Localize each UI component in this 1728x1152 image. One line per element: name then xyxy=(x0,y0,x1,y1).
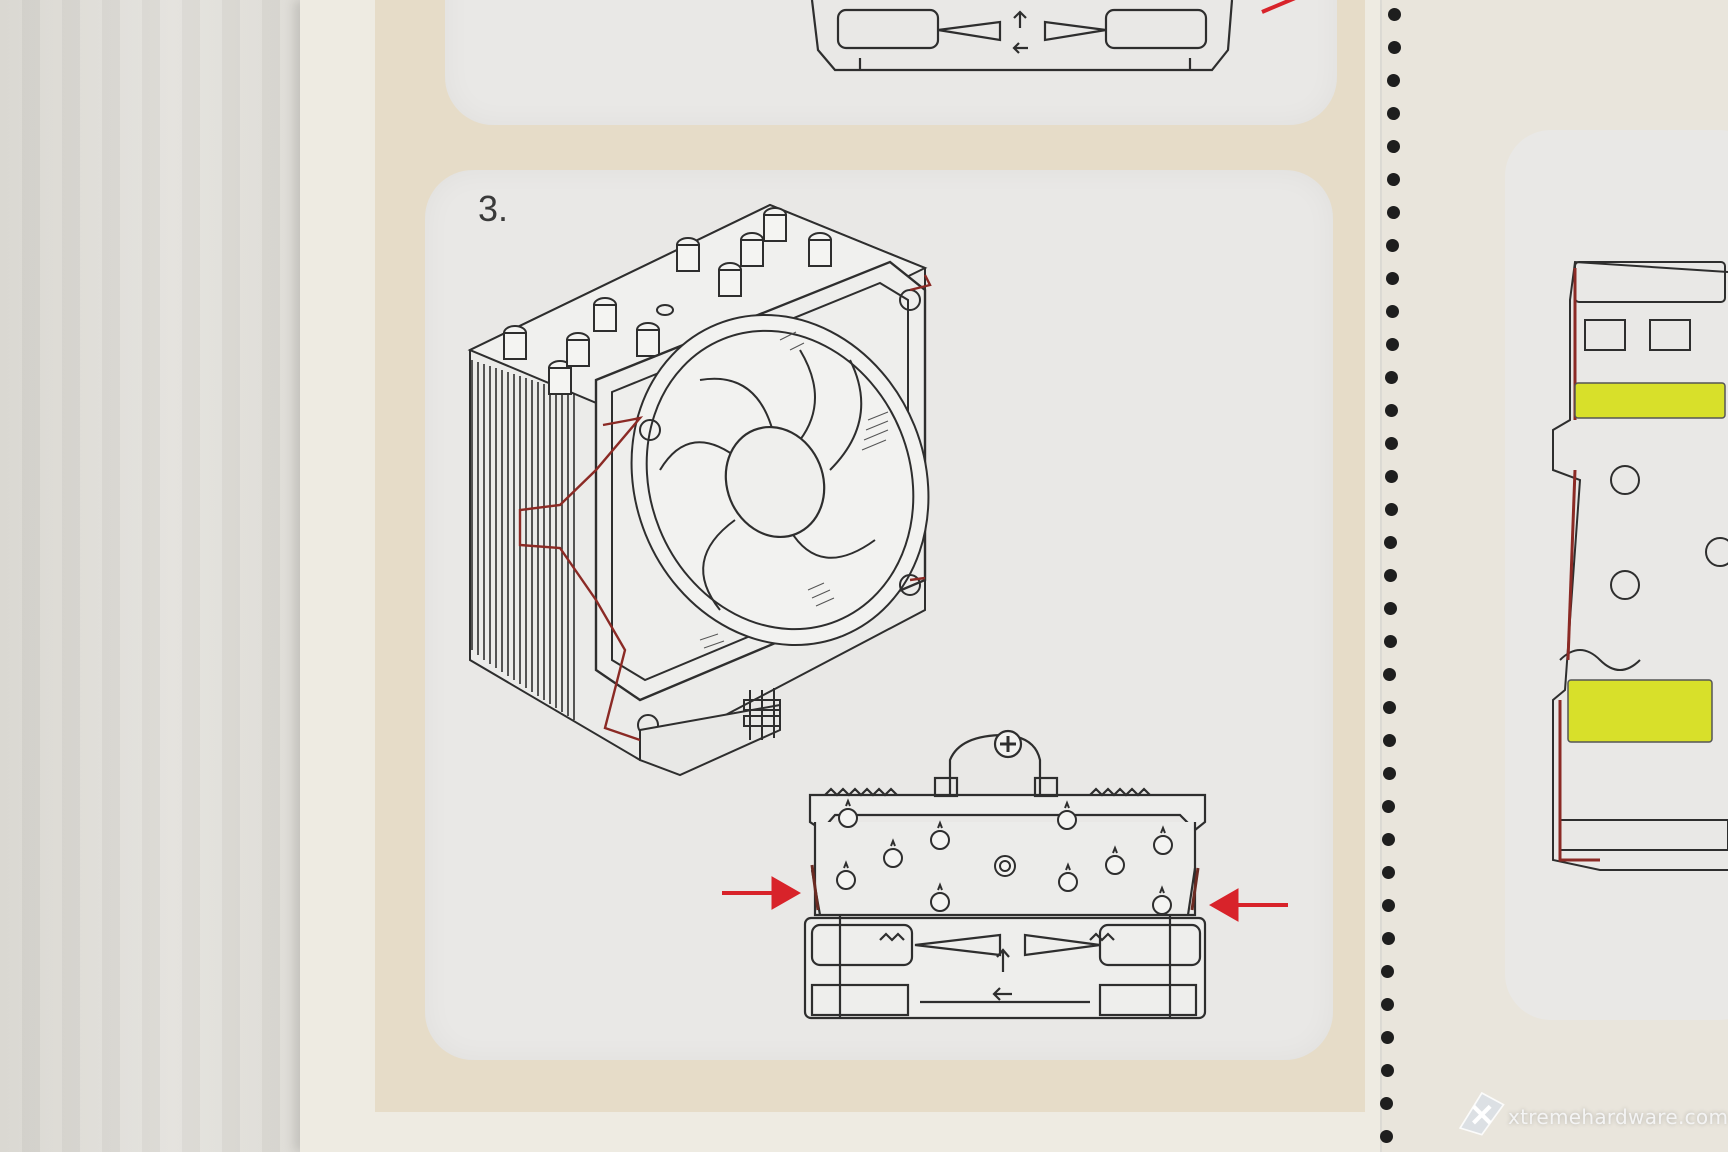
watermark-text: xtremehardware.com xyxy=(1508,1105,1728,1129)
perforation-dot xyxy=(1387,8,1401,21)
perforation-dot xyxy=(1380,1031,1394,1044)
perforation-dot xyxy=(1383,668,1397,681)
perforation-dot xyxy=(1381,899,1395,912)
perforation-dot xyxy=(1384,503,1398,516)
perforation-dot xyxy=(1386,206,1400,219)
red-arrow-icon xyxy=(1208,888,1288,922)
perforation-dot xyxy=(1383,602,1397,615)
perforation-dot xyxy=(1382,800,1396,813)
perforation-dot xyxy=(1384,437,1398,450)
perforation-dot xyxy=(1382,767,1396,780)
perforation-dot xyxy=(1387,107,1401,120)
perforation-dot xyxy=(1385,371,1399,384)
perforation-strip xyxy=(1380,0,1414,1152)
perforation-dot xyxy=(1385,404,1399,417)
perforation-dot xyxy=(1386,173,1400,186)
step-2-panel xyxy=(445,0,1337,125)
perforation-dot xyxy=(1384,536,1398,549)
perforation-dot xyxy=(1385,305,1399,318)
perforation-dot xyxy=(1386,272,1400,285)
watermark-logo-icon xyxy=(1458,1091,1505,1136)
perforation-dot xyxy=(1381,998,1395,1011)
cpu-cooler-diagram xyxy=(467,203,930,777)
perforation-dot xyxy=(1387,41,1401,54)
perforation-dot xyxy=(1385,338,1399,351)
red-arrow-icon xyxy=(722,876,802,910)
mounting-bracket-diagram xyxy=(803,733,1207,1020)
bracket-holes xyxy=(836,798,1173,915)
bracket-clips xyxy=(810,864,1200,911)
step-number: 3. xyxy=(478,188,509,229)
perforation-dot xyxy=(1387,140,1401,153)
perforation-dot xyxy=(1384,470,1398,483)
fan-clip-wires xyxy=(518,274,932,742)
top-bracket-diagram xyxy=(810,0,1234,72)
screw-head-icon xyxy=(993,729,1023,759)
perforation-dot xyxy=(1383,635,1397,648)
perforation-dot xyxy=(1381,932,1395,945)
perforation-dot xyxy=(1380,1130,1394,1143)
perforation-dot xyxy=(1383,701,1397,714)
perforation-dot xyxy=(1382,734,1396,747)
perforation-dot xyxy=(1381,965,1395,978)
perforation-dot xyxy=(1384,569,1398,582)
perforation-dot xyxy=(1387,74,1401,87)
red-arrow-icon xyxy=(1261,0,1296,14)
perforation-dot xyxy=(1381,866,1395,879)
highlight-pads xyxy=(1567,382,1726,743)
perforation-dot xyxy=(1386,239,1400,252)
perforation-dot xyxy=(1380,1064,1394,1077)
right-page-clip xyxy=(1558,268,1600,862)
perforation-dot xyxy=(1382,833,1396,846)
perforation-dot xyxy=(1380,1097,1394,1110)
right-page-diagram xyxy=(1552,260,1728,871)
